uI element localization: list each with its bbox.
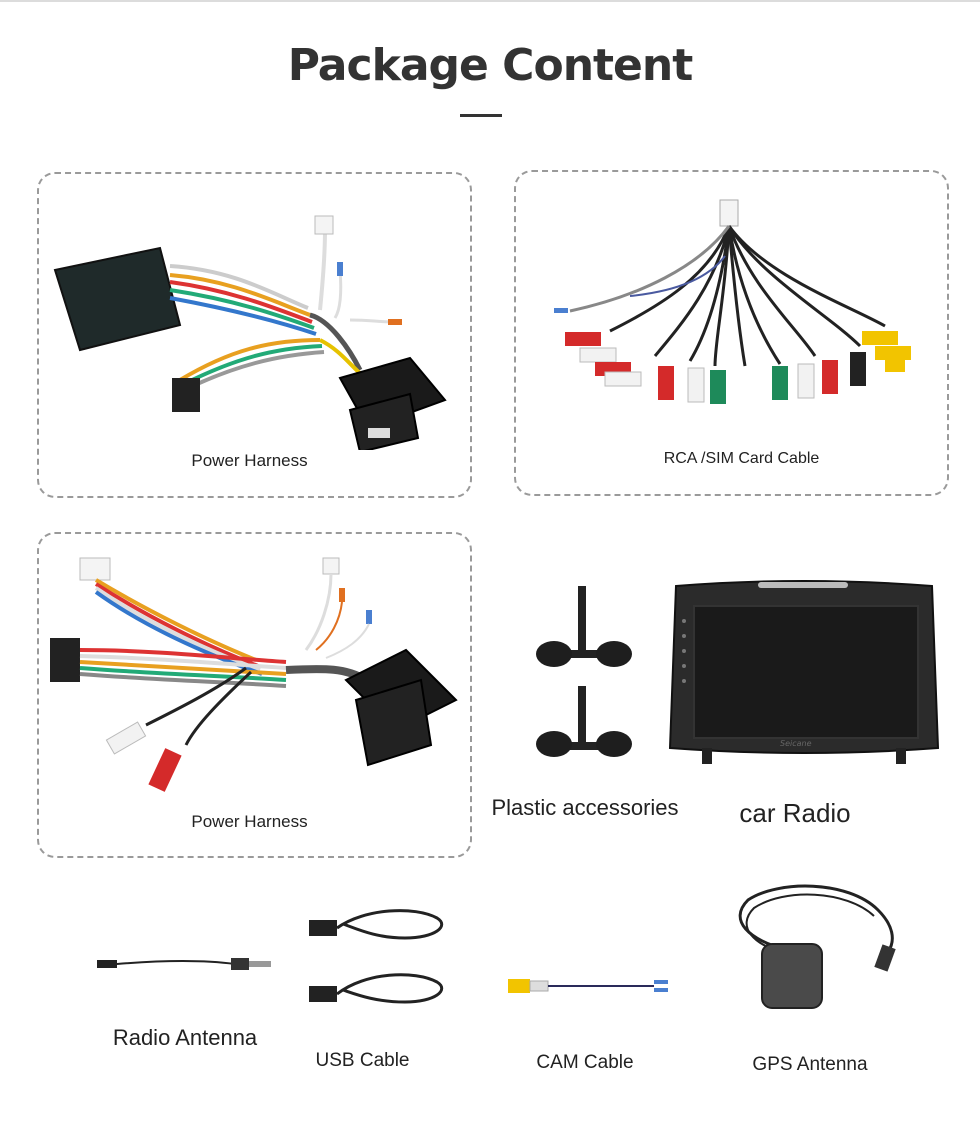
cam-cable-image <box>504 975 682 999</box>
title-underline <box>460 114 502 117</box>
item-label-gps-antenna: GPS Antenna <box>752 1054 868 1075</box>
item-label-plastic-accessories: Plastic accessories <box>491 795 679 820</box>
car-radio-image: Seicane <box>668 576 940 766</box>
item-label-power-harness-2: Power Harness <box>191 812 308 831</box>
gps-antenna-image <box>728 880 906 1015</box>
usb-cable-image <box>305 898 450 1010</box>
radio-antenna-image <box>95 952 275 976</box>
item-box-rca-sim-cable <box>514 170 949 496</box>
item-label-radio-antenna: Radio Antenna <box>112 1025 258 1050</box>
item-label-car-radio: car Radio <box>739 798 851 828</box>
page-title: Package Content <box>287 40 694 91</box>
item-label-power-harness-1: Power Harness <box>191 451 308 470</box>
item-label-cam-cable: CAM Cable <box>536 1052 634 1073</box>
plastic-accessories-image <box>528 582 640 772</box>
top-divider <box>0 0 980 2</box>
item-box-power-harness-2 <box>37 532 472 858</box>
power-harness-image-1 <box>50 200 460 450</box>
power-harness-image-2 <box>46 550 461 812</box>
rca-sim-cable-image <box>540 196 935 416</box>
item-label-usb-cable: USB Cable <box>315 1050 410 1071</box>
device-brand-text: Seicane <box>780 739 812 748</box>
item-label-rca-sim-cable: RCA /SIM Card Cable <box>663 450 820 467</box>
item-box-power-harness-1 <box>37 172 472 498</box>
